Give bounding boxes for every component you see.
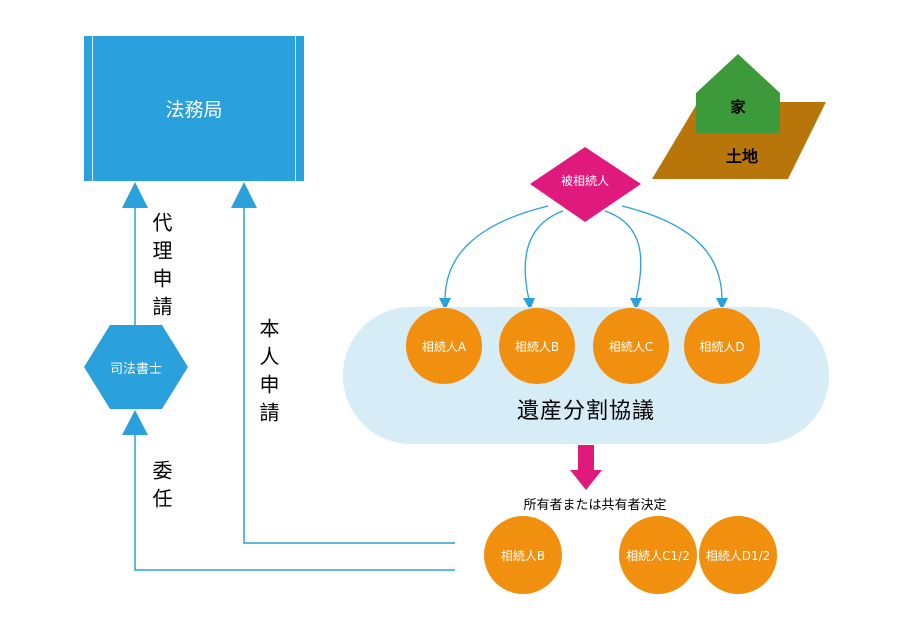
council-title: 遺産分割協議 [516, 399, 655, 424]
arrowhead-heir-a [439, 298, 451, 310]
entrustment-arrowhead [122, 410, 148, 435]
decedent-diamond [530, 147, 641, 222]
heir-d-label: 相続人D [699, 339, 745, 354]
result-arrow-head [570, 470, 602, 490]
scrivener-hexagon [84, 325, 188, 409]
arrow-to-heir-b [524, 210, 564, 301]
house-label: 家 [730, 98, 746, 116]
self-application-arrowhead [231, 182, 257, 208]
self-application-label: 本人申請 [256, 318, 280, 430]
owner-d-node: 相続人D1/2 [699, 516, 777, 594]
bureau-edge-right [295, 36, 296, 181]
proxy-arrowhead [122, 182, 148, 208]
heir-c-node: 相続人C [593, 308, 669, 384]
arrowhead-heir-b [523, 298, 535, 310]
owner-c-node: 相続人C1/2 [619, 516, 697, 594]
owner-d-label: 相続人D1/2 [705, 548, 771, 563]
result-arrow-shaft [578, 445, 594, 470]
house-shape [696, 54, 780, 133]
arrow-to-heir-a [444, 205, 549, 301]
arrowhead-heir-c [630, 298, 642, 310]
arrowhead-heir-d [716, 298, 728, 310]
bureau-label: 法務局 [165, 99, 223, 121]
owner-c-label: 相続人C1/2 [626, 548, 690, 563]
entrustment-label: 委任 [149, 460, 173, 516]
judicial-scrivener-node: 司法書士 [84, 325, 188, 409]
heir-b-label: 相続人B [514, 339, 560, 354]
heir-d-node: 相続人D [684, 308, 760, 384]
bureau-edge-left [92, 36, 93, 181]
owner-b-label: 相続人B [500, 548, 546, 563]
heir-a-node: 相続人A [406, 308, 482, 384]
proxy-application-label: 代理申請 [149, 212, 173, 324]
owner-b-node: 相続人B [484, 516, 562, 594]
legal-affairs-bureau-box: 法務局 [84, 36, 304, 181]
self-application-line [243, 205, 455, 544]
heir-b-node: 相続人B [499, 308, 575, 384]
arrow-to-heir-c [604, 210, 642, 301]
land-shape [652, 102, 826, 179]
owner-decision-label: 所有者または共有者決定 [523, 498, 667, 513]
scrivener-label: 司法書士 [109, 361, 162, 377]
heir-a-label: 相続人A [421, 339, 467, 354]
entrustment-line [134, 432, 455, 571]
decedent-label: 被相続人 [560, 174, 609, 188]
land-label: 土地 [725, 147, 758, 166]
arrow-to-heir-d [621, 205, 723, 301]
heir-c-label: 相続人C [608, 339, 654, 354]
